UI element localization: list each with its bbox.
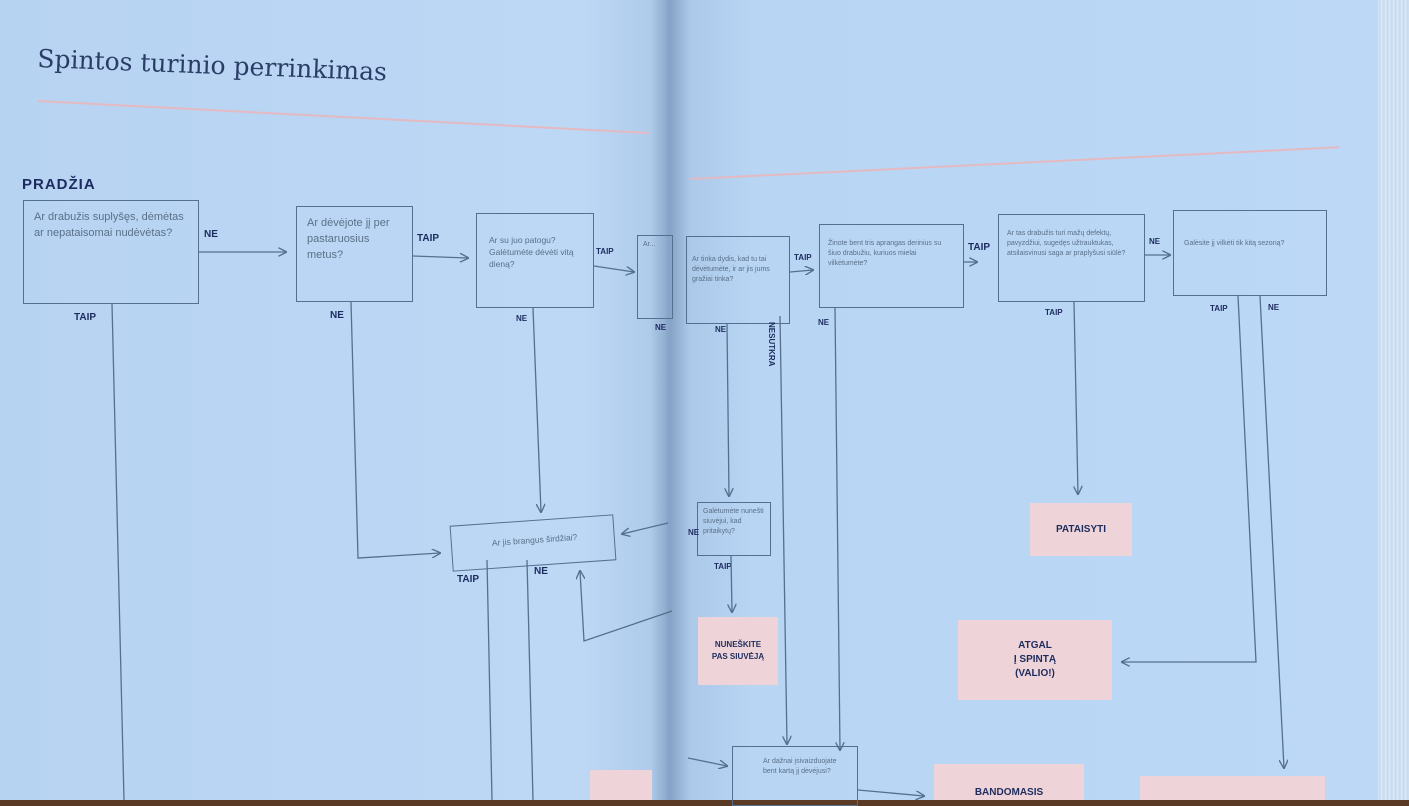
label-taip-q1: TAIP [74, 312, 97, 323]
label-taip-q9: TAIP [1210, 304, 1228, 313]
label-ne-q8: NE [1149, 237, 1161, 246]
label-taip-q5: TAIP [457, 574, 480, 585]
question-box-10: Galėtumėte nunešti siuvėjui, kad pritaik… [697, 502, 771, 556]
arrow-loop-into-q5 [580, 571, 673, 642]
arrow-q2-to-q3 [412, 256, 468, 258]
question-box-3: Ar su juo patogu? Galėtumėte dėvėti vitą… [476, 213, 594, 308]
arrow-q3-ne-to-q5 [532, 307, 541, 512]
book-gutter [650, 0, 690, 800]
arrow-q9-ne-down [1259, 295, 1284, 768]
label-ne-q10: NE [688, 528, 700, 537]
question-box-7: Žinote bent tris aprangas derinius su ši… [819, 224, 964, 308]
outcome-partial-bottom-left [590, 770, 652, 800]
question-box-9: Galėsite jį vilkėti tik kitą sezoną? [1173, 210, 1327, 296]
outcome-bandomasis: BANDOMASIS [934, 764, 1084, 800]
arrow-q7-ne-down [834, 307, 840, 750]
arrow-q10-taip-to-siuvejas [731, 555, 732, 612]
question-box-4: Ar... [637, 235, 673, 319]
outcome-pataisyti: PATAISYTI [1030, 503, 1132, 556]
label-taip-q10: TAIP [714, 562, 732, 571]
label-ne-q1: NE [204, 229, 218, 240]
label-taip-q3: TAIP [596, 247, 614, 256]
arrow-q5-ne-down [526, 559, 534, 800]
label-ne-q9: NE [1268, 303, 1280, 312]
arrow-q2-ne-to-q5 [350, 301, 440, 559]
label-taip-q7: TAIP [968, 242, 991, 253]
label-ne-q7: NE [818, 318, 830, 327]
arrow-q6-nesutinka-down [779, 315, 787, 744]
outcome-partial-bottom-right [1140, 776, 1325, 800]
arrow-into-q5-right [622, 522, 669, 534]
outcome-pas-siuveja: NUNEŠKITE PAS SIUVĖJĄ [698, 617, 778, 685]
question-box-1: Ar drabužis suplyšęs, dėmėtas ar nepatai… [23, 200, 199, 304]
question-box-2: Ar dėvėjote jį per pastaruosius metus? [296, 206, 413, 302]
label-nesutinka-q6: NESUTKRA [767, 322, 776, 367]
label-taip-q8: TAIP [1045, 308, 1063, 317]
question-box-6: Ar tinka dydis, kad tu tai dėvėtumėte, i… [686, 236, 790, 324]
arrow-into-q11 [687, 757, 727, 766]
question-box-8: Ar tas drabužis turi mažų defektų, pavyz… [998, 214, 1145, 302]
label-ne-q2: NE [330, 310, 344, 321]
label-taip-q6: TAIP [794, 253, 812, 262]
arrow-q5-taip-down [486, 559, 493, 800]
arrow-q8-taip-to-pataisyti [1074, 301, 1078, 494]
label-ne-q4: NE [655, 323, 667, 332]
arrow-q6-to-q7 [789, 270, 813, 272]
start-label: PRADŽIA [22, 176, 96, 193]
arrow-q3-to-q4 [593, 265, 634, 272]
arrow-q6-ne-to-q10 [727, 323, 729, 496]
page-stack-edge [1378, 0, 1409, 800]
arrow-q11-to-bandomasis [857, 789, 924, 796]
arrow-q9-taip-to-atgal [1122, 295, 1257, 662]
arrow-q1-taip-down [111, 303, 125, 800]
label-taip-q2: TAIP [417, 233, 440, 244]
label-ne-q3: NE [516, 314, 528, 323]
outcome-atgal-i-spinta: ATGAL Į SPINTĄ (VALIO!) [958, 620, 1112, 700]
label-ne-q5: NE [534, 566, 548, 577]
label-ne-q6: NE [715, 325, 727, 334]
